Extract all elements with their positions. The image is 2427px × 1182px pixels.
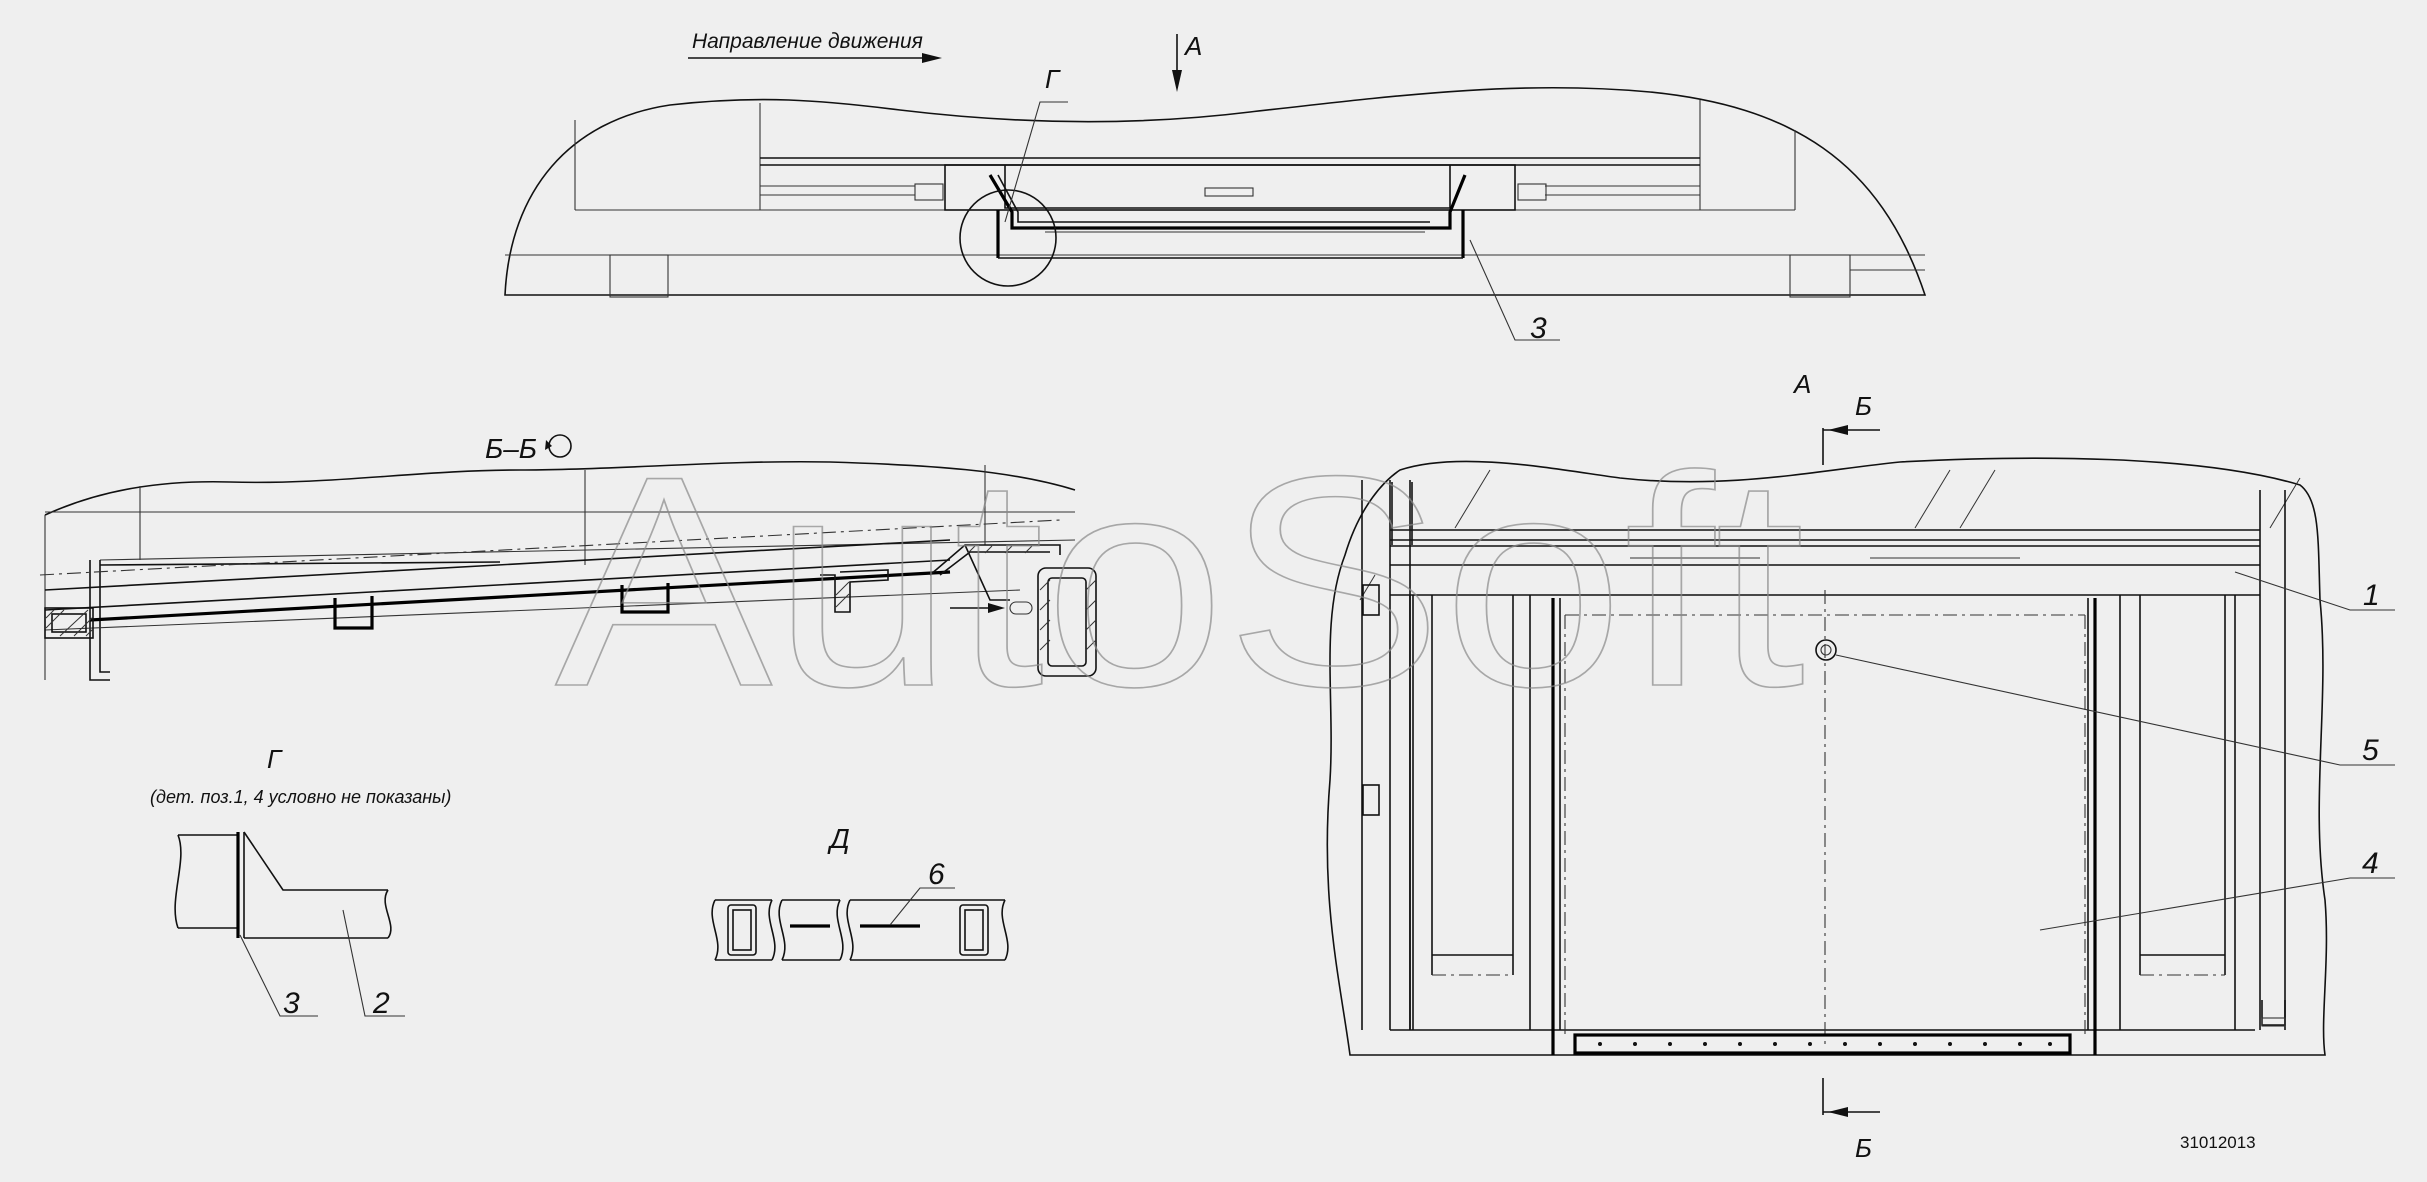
top-view: Направление движения А (504, 30, 1927, 345)
pos-5-label: 5 (2362, 734, 2379, 767)
watermark: AutoSoft (555, 413, 1806, 749)
detail-d: Д 6 (711, 823, 1009, 961)
section-bb-title: Б–Б (485, 433, 537, 464)
cut-b-bottom-label: Б (1855, 1133, 1872, 1163)
drawing-number: 31012013 (2180, 1133, 2256, 1152)
detail-g-pos-2: 2 (372, 987, 390, 1020)
section-bb: Б–Б (39, 433, 1097, 681)
detail-g-pos-3: 3 (283, 987, 300, 1020)
detail-g-marker (959, 189, 1057, 287)
detail-g: Г (дет. поз.1, 4 условно не показаны) 3 … (150, 744, 451, 1020)
section-outline (44, 460, 1076, 516)
view-a-label: А (1183, 31, 1202, 61)
detail-d-title: Д (827, 823, 850, 854)
right-view-outline (1326, 457, 2328, 1056)
pos-1-label: 1 (2363, 579, 2380, 612)
pos-4-label: 4 (2362, 847, 2379, 880)
bolt-marker (1815, 639, 1837, 661)
cut-b-top-label: Б (1855, 391, 1872, 421)
detail-d-outline (711, 899, 776, 961)
view-a-arrow-head (1172, 70, 1182, 92)
direction-arrow-head (922, 53, 942, 63)
pos-3-label: 3 (1530, 312, 1547, 345)
right-view: А Б (1326, 369, 2395, 1163)
top-view-outline (504, 86, 1927, 296)
hatch-rivets (1598, 1042, 2052, 1046)
direction-label: Направление движения (692, 30, 923, 53)
detail-g-label: Г (1045, 64, 1061, 94)
detail-g-outline (174, 834, 238, 929)
detail-g-title: Г (267, 744, 283, 774)
detail-d-pos-6: 6 (928, 858, 945, 891)
detail-g-note: (дет. поз.1, 4 условно не показаны) (150, 787, 451, 807)
right-view-a-label: А (1792, 369, 1811, 399)
